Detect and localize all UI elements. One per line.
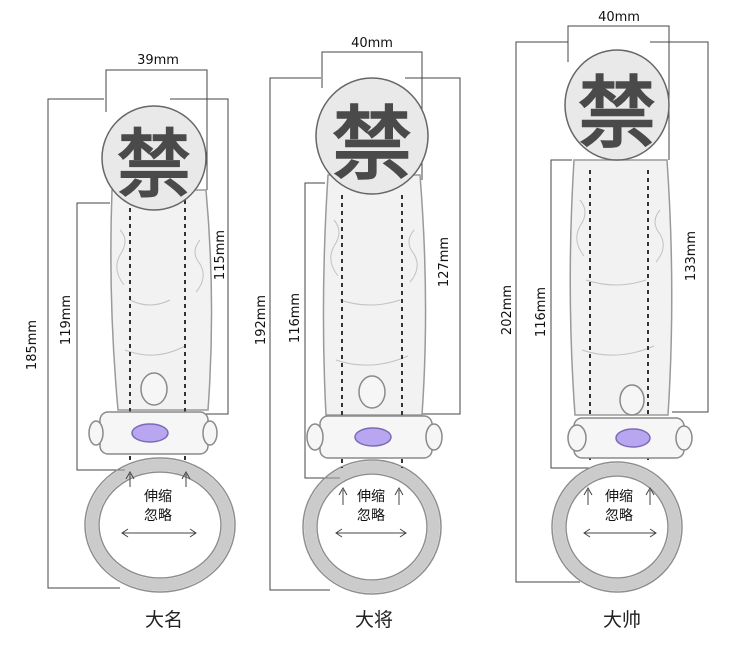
note-line-1: 伸缩 bbox=[605, 489, 633, 505]
product-name: 大帅 bbox=[603, 609, 641, 631]
up-arrows bbox=[125, 470, 191, 487]
shaft-length-bracket bbox=[405, 77, 461, 415]
product-name: 大名 bbox=[145, 609, 183, 631]
width-arrow bbox=[121, 528, 197, 538]
ring bbox=[553, 463, 681, 591]
sleeve-body bbox=[569, 159, 673, 416]
vibrator-button bbox=[131, 423, 169, 443]
top-width-label: 39mm bbox=[137, 53, 179, 68]
knob bbox=[358, 375, 386, 409]
total-length-bracket bbox=[269, 77, 330, 591]
top-width-bracket bbox=[105, 69, 208, 190]
vibrator-button bbox=[615, 428, 651, 448]
note-line-1: 伸缩 bbox=[144, 489, 172, 505]
up-arrows bbox=[583, 486, 655, 505]
product-2: 192mm 116mm 127mm 40mm 禁 伸缩 忽略 大将 bbox=[254, 36, 461, 631]
total-length-label: 185mm bbox=[25, 320, 40, 370]
top-width-bracket bbox=[567, 25, 670, 160]
shaft-length-bracket bbox=[170, 98, 229, 415]
width-arrow bbox=[335, 528, 407, 538]
sleeve-body bbox=[322, 174, 427, 416]
product-1: 185mm 119mm 115mm 39mm 禁 伸缩 忽略 bbox=[25, 53, 236, 631]
shaft-length-bracket bbox=[650, 41, 709, 413]
top-width-label: 40mm bbox=[598, 10, 640, 25]
shaft-length-label: 127mm bbox=[437, 237, 452, 287]
shaft-length-label: 133mm bbox=[684, 231, 699, 281]
inner-length-label: 116mm bbox=[288, 293, 303, 343]
sleeve-body bbox=[110, 189, 213, 411]
top-width-label: 40mm bbox=[351, 36, 393, 51]
inner-length-label: 116mm bbox=[534, 287, 549, 337]
note-line-2: 忽略 bbox=[605, 508, 633, 524]
vibrator-button bbox=[354, 427, 392, 447]
censor-oval bbox=[101, 105, 207, 211]
total-length-label: 192mm bbox=[254, 295, 269, 345]
inner-length-bracket bbox=[76, 202, 125, 471]
censor-oval bbox=[564, 49, 670, 161]
inner-length-bracket bbox=[550, 159, 590, 469]
censor-oval bbox=[315, 77, 429, 195]
censor-mark: 禁 bbox=[578, 69, 656, 159]
up-arrows bbox=[338, 486, 404, 505]
total-length-label: 202mm bbox=[500, 285, 515, 335]
shaft-length-label: 115mm bbox=[213, 230, 228, 280]
note-line-1: 伸缩 bbox=[357, 489, 385, 505]
width-arrow bbox=[583, 528, 657, 538]
knob bbox=[619, 384, 645, 416]
total-length-bracket bbox=[515, 41, 580, 583]
total-length-bracket bbox=[47, 98, 120, 589]
note-line-2: 忽略 bbox=[357, 508, 385, 524]
censor-mark: 禁 bbox=[332, 98, 412, 191]
ring bbox=[304, 461, 440, 593]
note-line-2: 忽略 bbox=[144, 508, 172, 524]
censor-mark: 禁 bbox=[117, 122, 191, 208]
inner-length-bracket bbox=[304, 182, 340, 479]
inner-channel-lines bbox=[589, 170, 649, 460]
inner-length-label: 119mm bbox=[59, 295, 74, 345]
product-name: 大将 bbox=[355, 609, 393, 631]
ring bbox=[86, 459, 234, 591]
knob bbox=[140, 372, 168, 406]
product-3: 202mm 116mm 133mm 40mm 禁 伸缩 忽略 大帅 bbox=[500, 10, 709, 631]
